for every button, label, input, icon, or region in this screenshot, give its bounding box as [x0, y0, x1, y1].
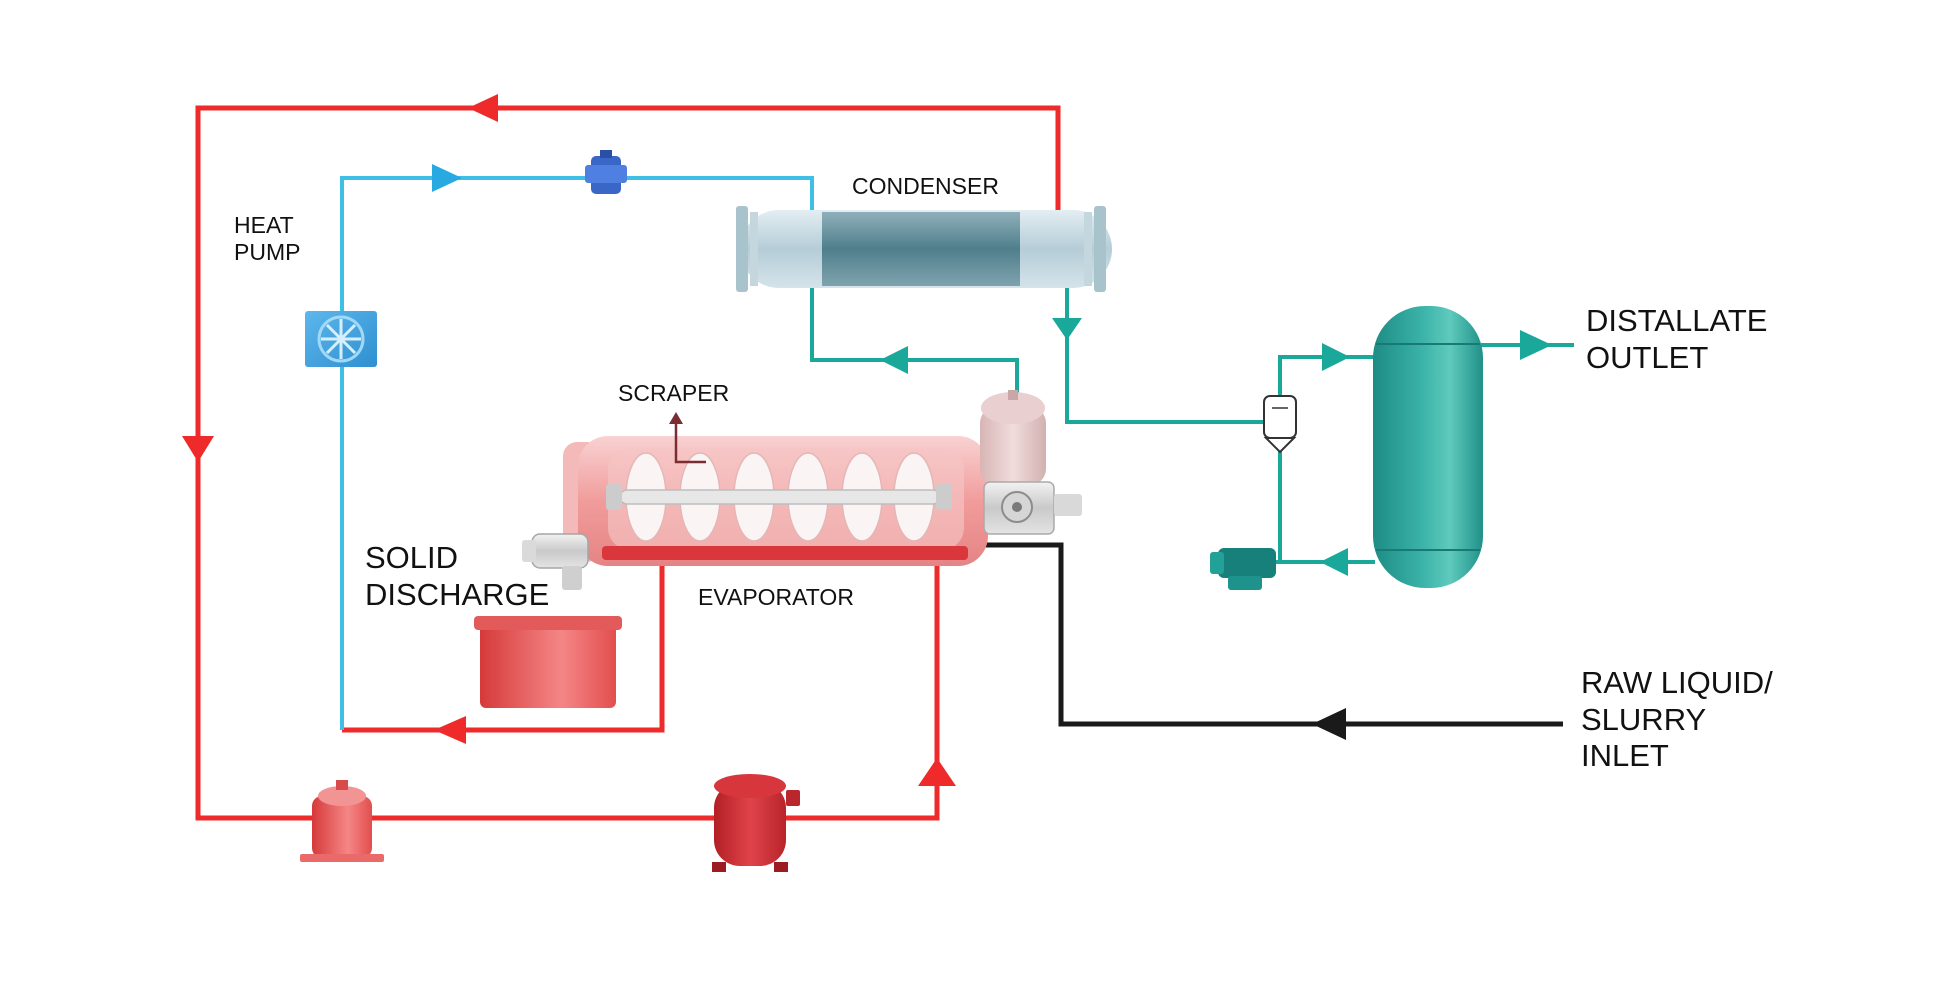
expansion-valve-icon: [305, 311, 377, 367]
solid-discharge-valve-icon: [522, 533, 589, 590]
filter-drier-icon: [585, 150, 627, 194]
arrow-down-teal: [1052, 318, 1082, 340]
distillate-arrows: [880, 318, 1552, 576]
distillate-tank-icon: [1373, 306, 1483, 588]
scraper-pointer-icon: [669, 412, 706, 464]
arrow-up-bottom: [918, 758, 956, 786]
hot-refrigerant-arrows: [182, 94, 956, 786]
arrow-down-left: [182, 436, 214, 462]
raw-feed-line: [985, 542, 1563, 740]
heat-pump-label: HEAT PUMP: [234, 212, 301, 266]
arrow-left-black: [1312, 708, 1346, 740]
distillate-pump-icon: [1210, 548, 1276, 590]
evaporator-icon: [563, 436, 988, 566]
drive-motor-icon: [983, 481, 1082, 535]
cold-refrigerant-loop: [340, 176, 814, 730]
condenser-icon: [736, 206, 1112, 292]
sight-glass-separator-icon: [1263, 395, 1297, 454]
arrow-right-blue: [432, 164, 462, 192]
arrow-right-teal-tank: [1322, 343, 1350, 371]
arrow-right-teal-outlet: [1520, 330, 1552, 360]
arrow-left-teal: [880, 346, 908, 374]
compressor-icon: [712, 774, 800, 872]
receiver-tank-icon: [300, 780, 384, 862]
vapor-dome-icon: [980, 390, 1046, 485]
raw-liquid-inlet-label: RAW LIQUID/ SLURRY INLET: [1581, 665, 1773, 774]
arrow-left-bottom: [434, 716, 466, 744]
evaporator-label: EVAPORATOR: [698, 584, 854, 610]
distillate-outlet-label: DISTALLATE OUTLET: [1586, 303, 1768, 375]
arrow-left-top: [468, 94, 498, 122]
solid-discharge-label: SOLID DISCHARGE: [365, 540, 550, 612]
scraper-label: SCRAPER: [618, 380, 730, 406]
arrow-left-teal-pump: [1320, 548, 1348, 576]
solids-bin-icon: [474, 616, 622, 708]
condenser-label: CONDENSER: [852, 173, 999, 199]
